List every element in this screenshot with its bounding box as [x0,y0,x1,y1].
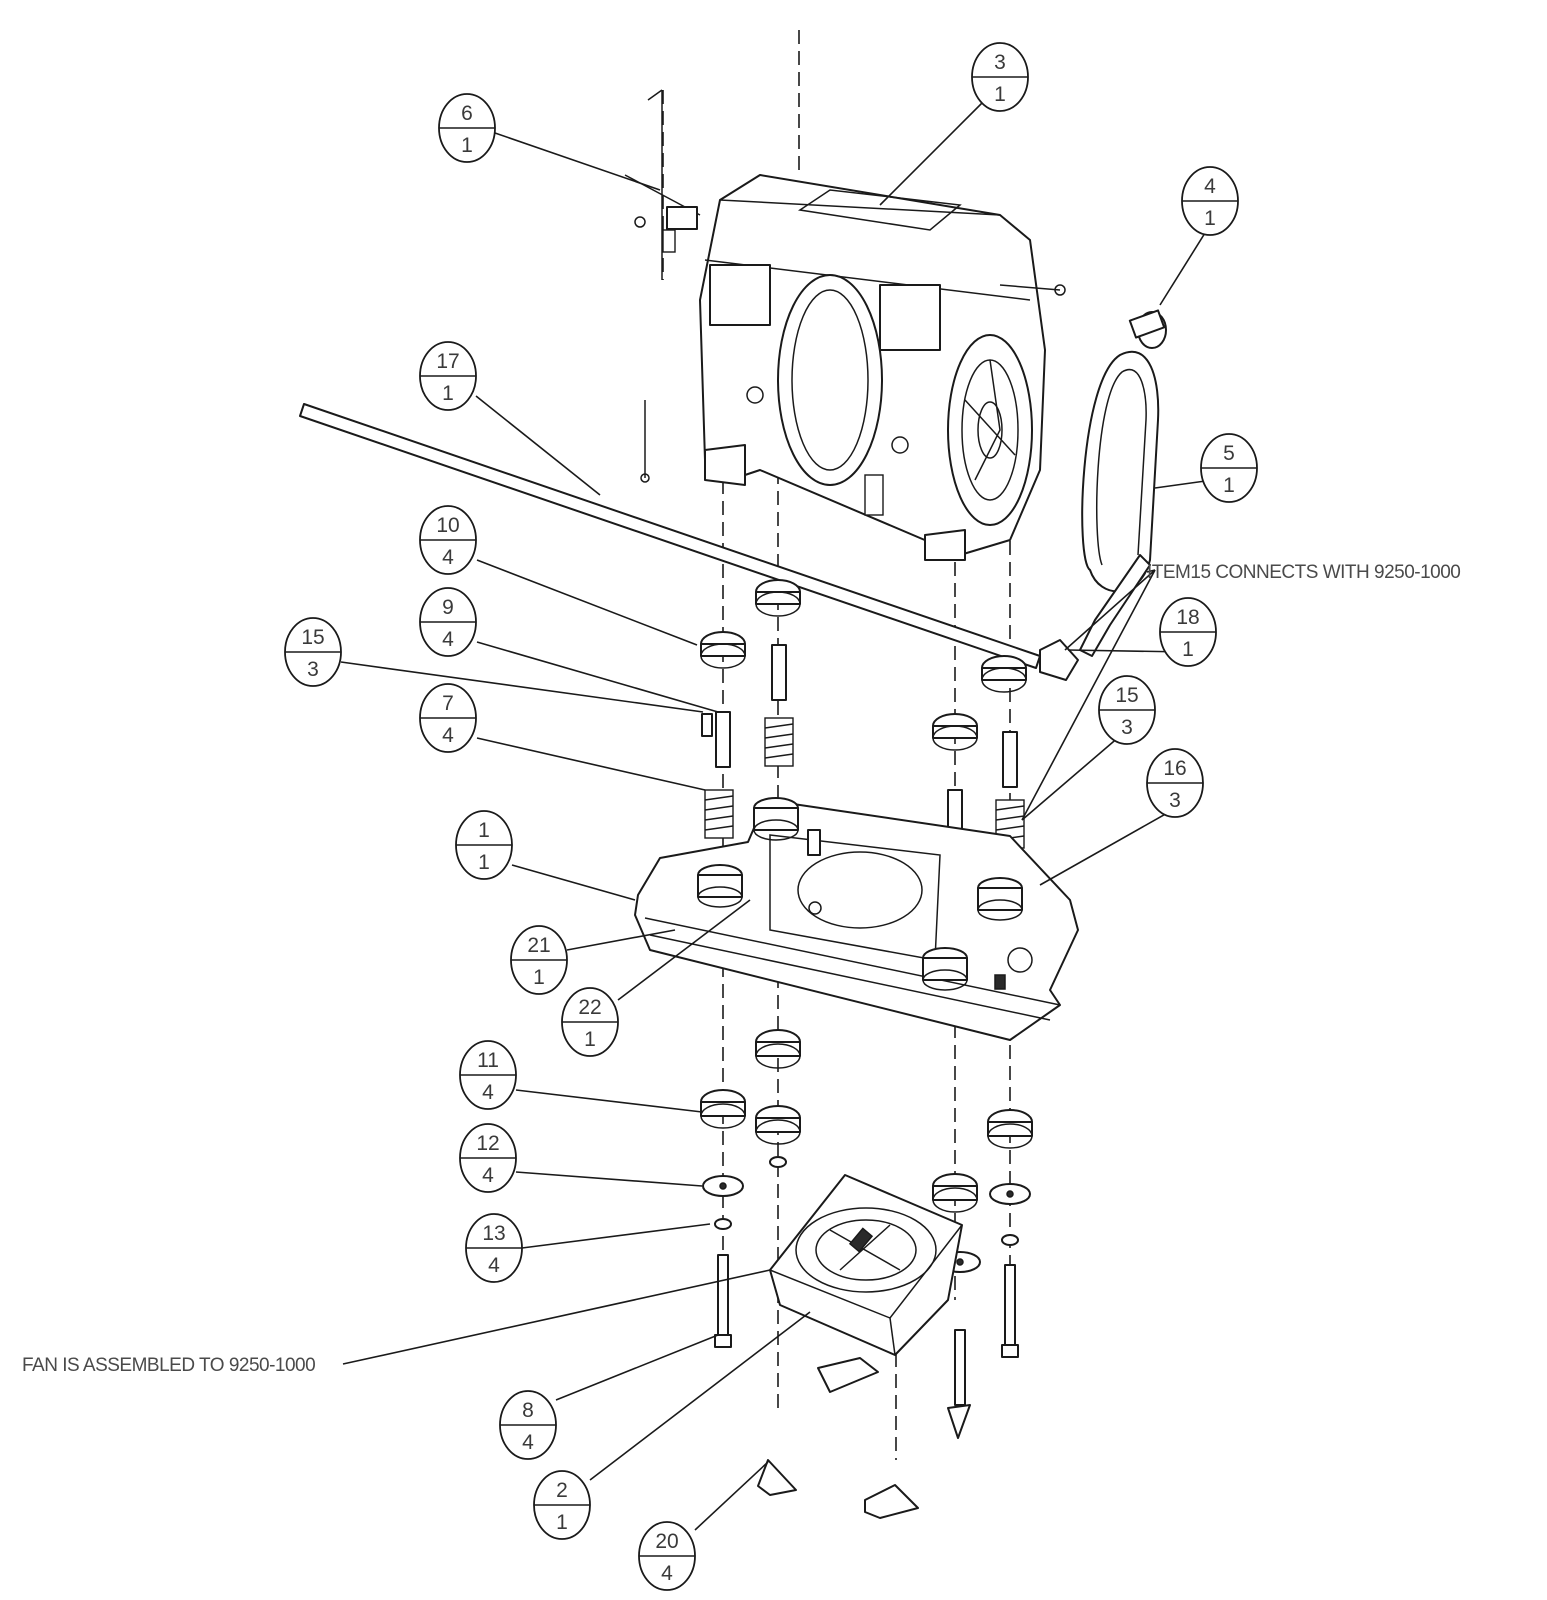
balloon-item-number: 10 [436,514,459,537]
balloon-quantity: 4 [488,1254,500,1277]
upper-grommets [700,579,1027,751]
balloon-quantity: 4 [522,1431,534,1454]
lower-grommets-11 [700,1029,1033,1213]
bolts-8 [714,1254,1019,1406]
balloon-quantity: 1 [461,134,473,157]
balloon-quantity: 3 [1121,716,1133,739]
balloon-quantity: 1 [1204,207,1216,230]
balloon-item-6: 6 1 [438,93,496,163]
balloon-item-13: 13 4 [465,1213,523,1283]
balloon-item-1: 1 1 [455,810,513,880]
balloon-item-7: 7 4 [419,683,477,753]
balloon-item-4: 4 1 [1181,166,1239,236]
balloon-item-8: 8 4 [499,1390,557,1460]
balloon-item-3: 3 1 [971,42,1029,112]
note-item15-connects: ITEM15 CONNECTS WITH 9250-1000 [1147,562,1460,583]
balloon-item-number: 15 [301,626,324,649]
feet-20 [757,1357,971,1519]
balloon-item-number: 22 [578,996,601,1019]
balloon-item-number: 4 [1204,175,1216,198]
hose-loop [1079,350,1160,657]
balloon-item-number: 8 [522,1399,534,1422]
balloon-item-number: 2 [556,1479,568,1502]
item-balloons: 3 1 6 1 4 1 17 1 5 1 10 4 [284,42,1258,1591]
balloon-item-22: 22 1 [561,987,619,1057]
balloon-quantity: 4 [442,546,454,569]
balloon-item-number: 17 [436,350,459,373]
balloon-item-number: 1 [478,819,490,842]
balloon-item-number: 13 [482,1222,505,1245]
balloon-item-16: 16 3 [1146,748,1204,818]
balloon-item-21: 21 1 [510,925,568,995]
balloon-quantity: 1 [442,382,454,405]
base-plate [634,797,1079,1041]
balloon-item-10: 10 4 [419,505,477,575]
balloon-item-15-right: 15 3 [1098,675,1156,745]
balloon-item-12: 12 4 [459,1123,517,1193]
note-fan-assembled: FAN IS ASSEMBLED TO 9250-1000 [22,1355,315,1376]
elbow-fitting-4 [1128,309,1167,349]
balloon-item-11: 11 4 [459,1040,517,1110]
balloon-item-17: 17 1 [419,341,477,411]
balloon-item-2: 2 1 [533,1470,591,1540]
balloon-quantity: 1 [584,1028,596,1051]
balloon-item-18: 18 1 [1159,597,1217,667]
balloon-item-number: 6 [461,102,473,125]
balloon-quantity: 3 [1169,789,1181,812]
balloon-item-9: 9 4 [419,587,477,657]
balloon-item-number: 11 [477,1049,499,1072]
balloon-item-number: 21 [527,934,550,957]
balloon-item-15-left: 15 3 [284,617,342,687]
balloon-item-number: 3 [994,51,1006,74]
balloon-item-number: 7 [442,692,454,715]
balloon-item-20: 20 4 [638,1521,696,1591]
leader-lines [340,84,1228,1531]
balloon-item-number: 16 [1163,757,1186,780]
balloon-item-number: 18 [1176,606,1199,629]
balloon-quantity: 1 [1223,474,1235,497]
balloon-quantity: 4 [482,1164,494,1187]
balloon-quantity: 3 [307,658,319,681]
balloon-quantity: 4 [442,628,454,651]
balloon-item-number: 15 [1115,684,1138,707]
balloon-quantity: 1 [994,83,1006,106]
pump-motor [624,89,1066,561]
nuts-13 [714,1156,1019,1246]
cooling-fan [769,1174,963,1356]
balloon-item-number: 12 [476,1132,499,1155]
balloon-item-5: 5 1 [1200,433,1258,503]
balloon-item-number: 20 [655,1530,678,1553]
balloon-quantity: 1 [478,851,490,874]
balloon-quantity: 1 [556,1511,568,1534]
balloon-quantity: 4 [661,1562,673,1585]
balloon-quantity: 1 [1182,638,1194,661]
balloon-item-number: 5 [1223,442,1235,465]
balloon-item-number: 9 [442,596,454,619]
balloon-quantity: 4 [482,1081,494,1104]
balloon-quantity: 4 [442,724,454,747]
balloon-quantity: 1 [533,966,545,989]
